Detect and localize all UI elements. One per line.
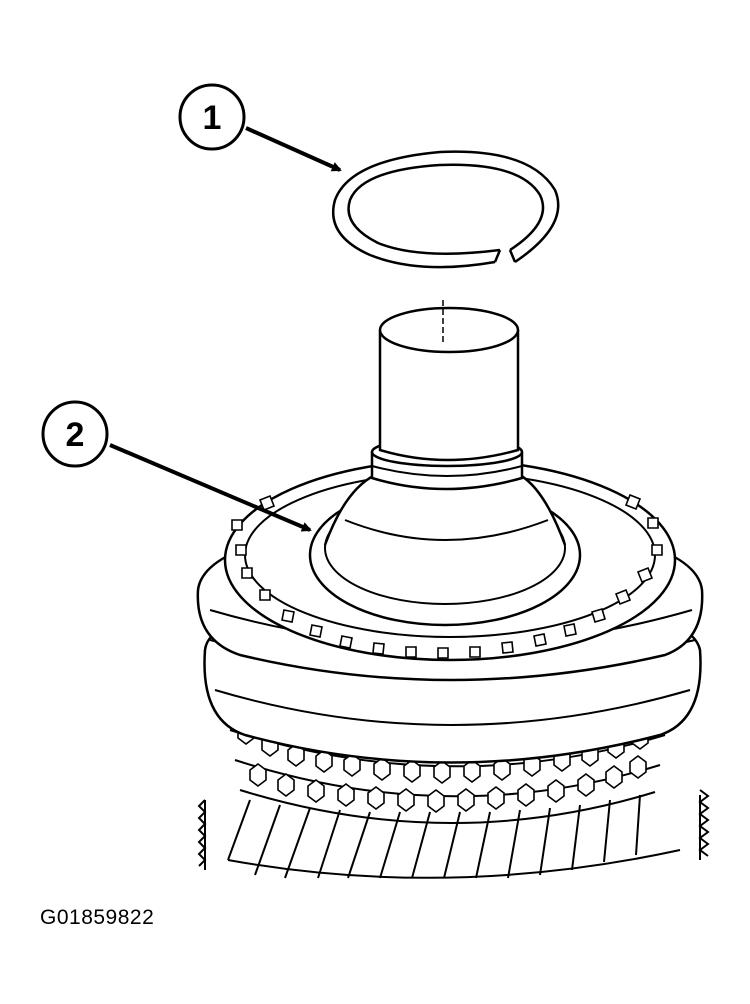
callout-1-arrow [245, 126, 342, 172]
callout-1-circle [178, 83, 246, 151]
callout-2-label: 2 [66, 416, 85, 454]
shaft-hub [308, 436, 582, 627]
callout-2: 2 [41, 400, 312, 532]
output-shaft [378, 300, 520, 462]
helical-gear [197, 789, 710, 879]
snap-ring [332, 150, 560, 269]
callout-2-arrow [109, 443, 312, 532]
callout-1: 1 [178, 83, 342, 172]
callout-2-circle [41, 400, 109, 468]
figure-id: G01859822 [40, 906, 155, 929]
dog-teeth-ring [229, 721, 666, 824]
callout-1-label: 1 [203, 99, 222, 137]
